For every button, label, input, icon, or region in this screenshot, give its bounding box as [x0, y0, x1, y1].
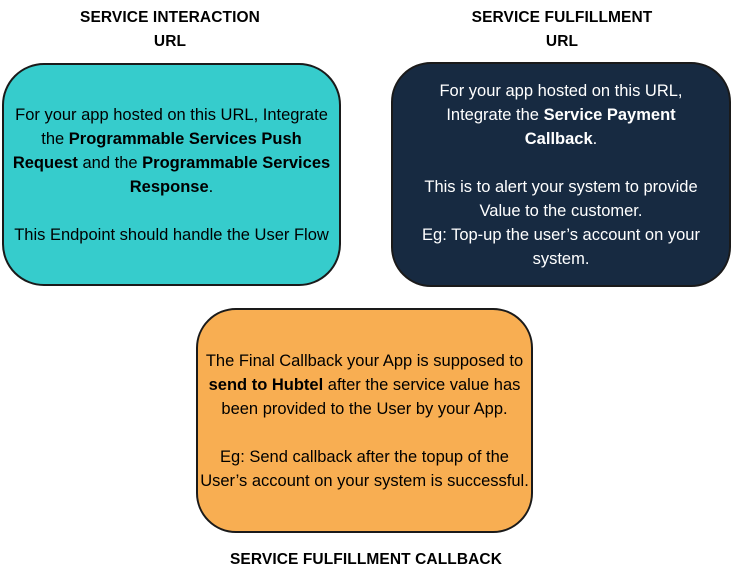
heading-line: SERVICE FULFILLMENT CALLBACK	[229, 551, 503, 568]
heading-line-1: SERVICE INTERACTION	[80, 9, 260, 26]
service-fulfillment-url-heading: SERVICE FULFILLMENT URL	[452, 6, 672, 54]
payment-callback-term: Service Payment Callback	[524, 105, 676, 148]
fulfillment-description: For your app hosted on this URL, Integra…	[439, 81, 683, 148]
send-to-hubtel-term: send to Hubtel	[208, 375, 324, 394]
heading-line-1: SERVICE FULFILLMENT	[471, 9, 653, 26]
push-request-term: Programmable Services Push Request	[12, 129, 302, 172]
heading-line-2: URL	[153, 33, 187, 50]
service-interaction-url-heading: SERVICE INTERACTION URL	[60, 6, 280, 54]
services-response-term: Programmable Services Response	[129, 153, 331, 196]
fulfillment-example-text: Eg: Top-up the user’s account on your sy…	[422, 225, 700, 268]
callback-description: The Final Callback your App is supposed …	[205, 351, 524, 418]
service-fulfillment-content: For your app hosted on this URL, Integra…	[411, 79, 711, 271]
service-fulfillment-callback-box: The Final Callback your App is supposed …	[196, 308, 533, 533]
service-interaction-content: For your app hosted on this URL, Integra…	[13, 103, 331, 247]
service-fulfillment-callback-heading: SERVICE FULFILLMENT CALLBACK	[200, 548, 532, 572]
callback-content: The Final Callback your App is supposed …	[200, 349, 530, 493]
interaction-description: For your app hosted on this URL, Integra…	[12, 105, 331, 196]
service-fulfillment-box: For your app hosted on this URL, Integra…	[391, 62, 731, 287]
heading-line-2: URL	[545, 33, 579, 50]
interaction-note: This Endpoint should handle the User Flo…	[14, 225, 329, 244]
callback-example-text: Eg: Send callback after the topup of the…	[200, 447, 529, 490]
service-interaction-box: For your app hosted on this URL, Integra…	[2, 63, 341, 286]
fulfillment-alert-text: This is to alert your system to provide …	[424, 177, 698, 220]
